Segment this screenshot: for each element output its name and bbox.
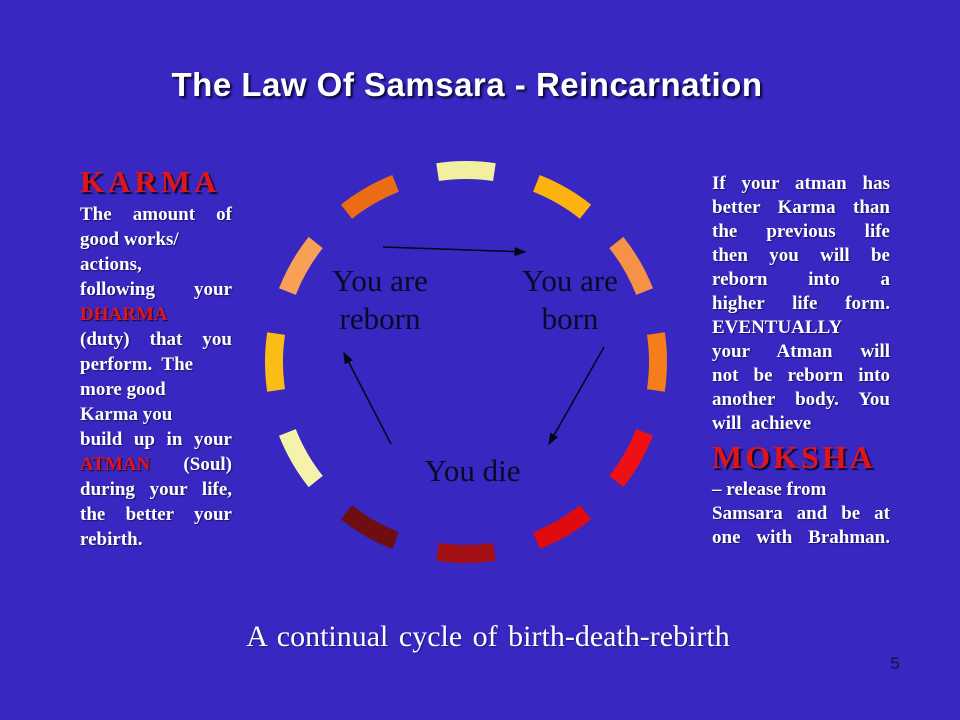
cycle-caption: A continual cycle of birth-death-rebirth [246,620,730,653]
arrow-reborn-to-born [382,246,527,257]
text-part: If your atman has [712,173,890,194]
text-line: – release from [712,478,890,502]
ring-segment-7 [340,505,400,549]
label-you-die: You die [385,452,560,490]
text-line: DHARMA [80,302,232,327]
arrow-born-to-die [548,346,605,446]
label-you-are-reborn: You are reborn [295,262,465,338]
text-part: more good [80,379,166,400]
ring-segment-4 [609,428,653,488]
text-part: – release from [712,479,827,500]
text-line: during your life, [80,477,232,502]
text-part: better Karma than [712,197,890,218]
text-line: The amount of [80,202,232,227]
moksha-panel: If your atman has better Karma than the pr… [712,172,890,550]
text-line: build up in your [80,427,232,452]
text-part: another body. You [712,389,890,410]
text-part: will achieve [712,413,812,434]
cycle-ring [265,161,667,563]
red-term: DHARMA [80,304,168,325]
moksha-heading: MOKSHA [712,439,876,475]
text-line: If your atman has [712,172,890,196]
ring-segment-2 [609,236,653,296]
text-part: Samsara and be at [712,503,890,524]
arrow-die-to-reborn [343,351,392,445]
text-part: The amount of [80,204,232,225]
text-line: the better your [80,502,232,527]
label-line: born [541,301,599,336]
text-part: perform. The [80,354,194,375]
text-part: one with Brahman. [712,527,890,548]
text-part: the previous life [712,221,890,242]
text-part: during your life, [80,479,232,500]
label-you-are-born: You are born [480,262,660,338]
text-part: Karma you [80,404,173,425]
ring-segment-11 [340,175,400,219]
label-line: You die [424,453,521,488]
text-part: not be reborn into [712,365,890,386]
text-line: then you will be [712,244,890,268]
karma-panel: KARMA The amount of good works/actions, fo… [80,162,232,552]
text-line: reborn into a [712,268,890,292]
text-line: higher life form. [712,292,890,316]
ring-segment-8 [279,428,323,488]
text-part: EVENTUALLY [712,317,843,338]
text-part: build up in your [80,429,232,450]
text-line: ATMAN (Soul) [80,452,232,477]
text-part: your Atman will [712,341,890,362]
ring-segment-3 [646,332,667,392]
ring-segment-5 [532,505,592,549]
text-line: perform. The [80,352,232,377]
text-line: not be reborn into [712,364,890,388]
ring-segment-1 [532,175,592,219]
cycle-arrows [343,246,605,446]
text-line: one with Brahman. [712,526,890,550]
text-part: (duty) that you [80,329,232,350]
ring-segment-10 [279,236,323,296]
label-line: You are [332,263,428,298]
text-part: (Soul) [150,454,232,475]
text-part: reborn into a [712,269,890,290]
text-line: actions, [80,252,232,277]
moksha-intro: If your atman has better Karma than the pr… [712,172,890,436]
ring-segment-9 [265,332,286,392]
page-title: The Law Of Samsara - Reincarnation [171,66,763,103]
slide-number: 5 [890,654,900,673]
text-line: (duty) that you [80,327,232,352]
text-line: your Atman will [712,340,890,364]
label-line: You are [522,263,618,298]
text-line: Karma you [80,402,232,427]
text-line: following your [80,277,232,302]
text-line: EVENTUALLY [712,316,890,340]
text-line: better Karma than [712,196,890,220]
text-part: actions, [80,254,142,275]
karma-heading: KARMA [80,164,221,199]
text-line: will achieve [712,412,890,436]
ring-segment-0 [436,161,496,182]
red-term: ATMAN [80,454,151,475]
text-line: more good [80,377,232,402]
label-line: reborn [339,301,421,336]
ring-segment-6 [436,542,496,563]
text-line: the previous life [712,220,890,244]
text-part: then you will be [712,245,890,266]
text-part: rebirth. [80,529,143,550]
karma-description: The amount of good works/actions, followin… [80,202,232,552]
text-part: good works/ [80,229,179,250]
text-part: the better your [80,504,232,525]
text-part: higher life form. [712,293,890,314]
text-line: good works/ [80,227,232,252]
text-line: another body. You [712,388,890,412]
text-part: following your [80,279,232,300]
text-line: rebirth. [80,527,232,552]
text-line: Samsara and be at [712,502,890,526]
